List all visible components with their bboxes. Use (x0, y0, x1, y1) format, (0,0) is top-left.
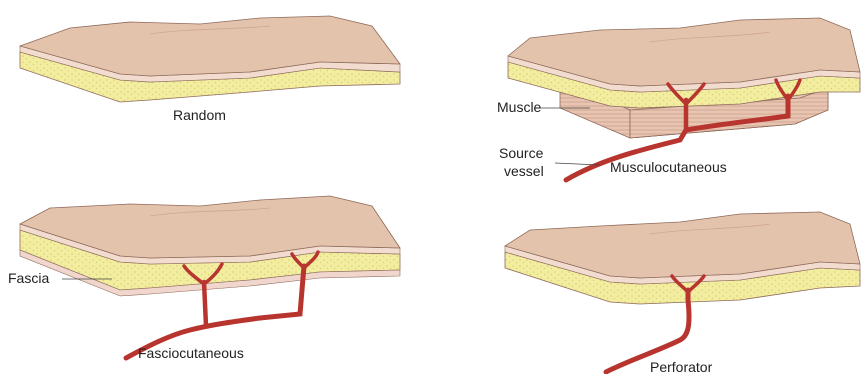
musculocutaneous-flap (508, 18, 860, 180)
caption-perforator: Perforator (650, 359, 713, 374)
label-fascia: Fascia (8, 270, 49, 286)
caption-fasciocutaneous: Fasciocutaneous (138, 345, 244, 361)
perforator-flap (505, 212, 860, 372)
caption-musculocutaneous: Musculocutaneous (610, 159, 727, 175)
caption-random: Random (173, 107, 226, 123)
label-vessel: vessel (504, 163, 544, 179)
label-muscle: Muscle (497, 99, 542, 115)
fasciocutaneous-flap (20, 196, 400, 358)
random-flap (20, 16, 400, 102)
label-source: Source (499, 145, 544, 161)
